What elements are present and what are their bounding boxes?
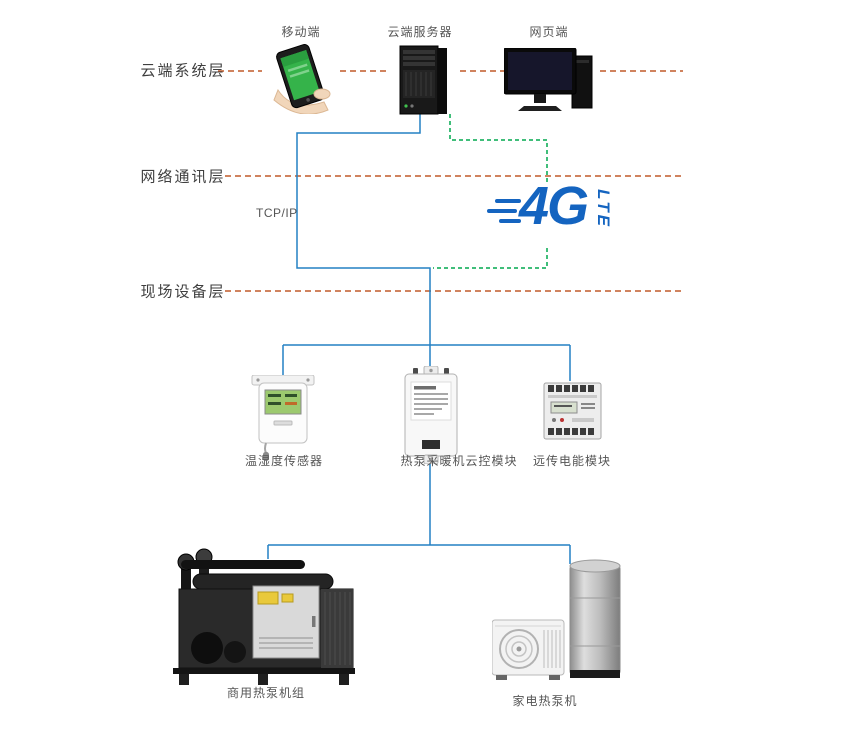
home-heat-pump-icon (492, 556, 628, 686)
layer-label-cloud: 云端系统层 (140, 62, 226, 80)
wireless-link-line (433, 114, 548, 269)
protocol-label: TCP/IP (256, 206, 298, 220)
wired-link-lines (267, 113, 571, 564)
label-cloud-server: 云端服务器 (387, 25, 453, 39)
commercial-heat-pump-icon (163, 542, 365, 688)
lte-logo-text: LTE (593, 189, 613, 229)
desktop-monitor-icon (504, 48, 600, 114)
server-tower-icon (386, 44, 460, 118)
energy-meter-icon (542, 378, 604, 444)
mobile-phone-icon (262, 42, 340, 114)
label-web: 网页端 (529, 25, 569, 39)
cloud-control-module-icon (398, 366, 464, 464)
4g-lte-logo: 4G LTE (487, 176, 615, 245)
label-controller: 热泵采暖机云控模块 (400, 454, 518, 468)
speed-lines-icon (487, 199, 521, 229)
4g-logo-text: 4G (519, 176, 589, 236)
label-mobile: 移动端 (281, 25, 321, 39)
layer-label-network: 网络通讯层 (140, 168, 226, 186)
temp-humidity-sensor-icon (250, 375, 318, 461)
layer-divider-lines (218, 70, 683, 292)
label-sensor: 温湿度传感器 (244, 454, 324, 468)
label-commercial-heat-pump: 商用热泵机组 (226, 686, 306, 700)
layer-label-field: 现场设备层 (140, 283, 226, 301)
label-home-heat-pump: 家电热泵机 (512, 694, 578, 708)
label-meter: 远传电能模块 (532, 454, 612, 468)
